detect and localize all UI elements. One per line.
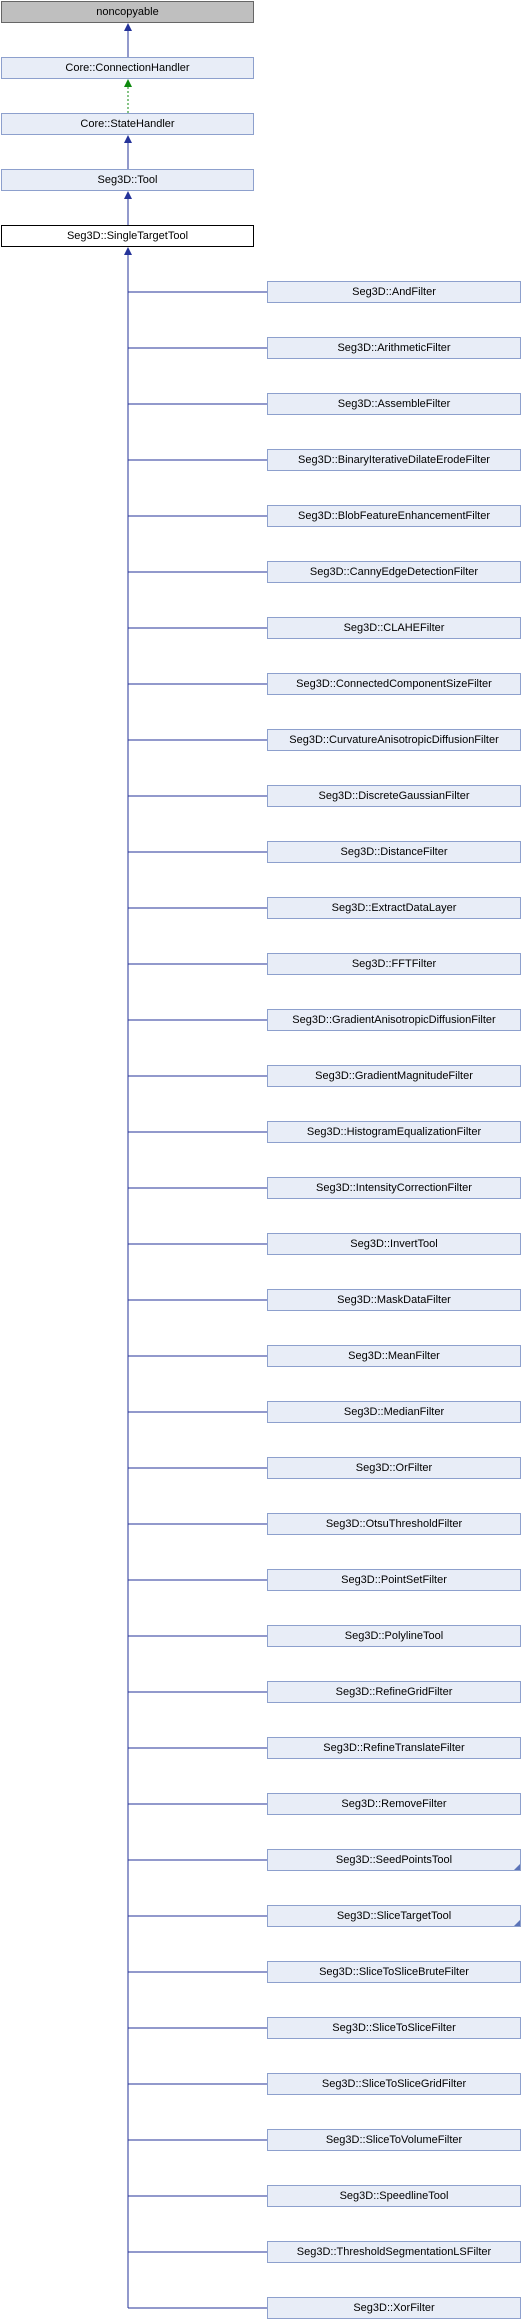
- class-node-seg3-d-slice-to-volume-filter[interactable]: Seg3D::SliceToVolumeFilter: [267, 2129, 521, 2151]
- collapsed-subtree-marker-icon: [514, 1920, 520, 1926]
- class-node-seg3-d-blob-feature-enhancement-filter[interactable]: Seg3D::BlobFeatureEnhancementFilter: [267, 505, 521, 527]
- class-node-seg3-d-invert-tool[interactable]: Seg3D::InvertTool: [267, 1233, 521, 1255]
- class-node-seg3-d-binary-iterative-dilate-erode-filter[interactable]: Seg3D::BinaryIterativeDilateErodeFilter: [267, 449, 521, 471]
- class-node-seg3-d-gradient-anisotropic-diffusion-filter[interactable]: Seg3D::GradientAnisotropicDiffusionFilte…: [267, 1009, 521, 1031]
- edge-arrowhead-icon: [124, 247, 132, 255]
- class-node-seg3-d-connected-component-size-filter[interactable]: Seg3D::ConnectedComponentSizeFilter: [267, 673, 521, 695]
- class-node-seg3-d-point-set-filter[interactable]: Seg3D::PointSetFilter: [267, 1569, 521, 1591]
- class-node-seg3-d-slice-to-slice-brute-filter[interactable]: Seg3D::SliceToSliceBruteFilter: [267, 1961, 521, 1983]
- class-node-seg3-d-canny-edge-detection-filter[interactable]: Seg3D::CannyEdgeDetectionFilter: [267, 561, 521, 583]
- collapsed-subtree-marker-icon: [514, 1864, 520, 1870]
- class-node-seg3-d-median-filter[interactable]: Seg3D::MedianFilter: [267, 1401, 521, 1423]
- class-node-seg3-d-polyline-tool[interactable]: Seg3D::PolylineTool: [267, 1625, 521, 1647]
- class-node-seg3-d-speedline-tool[interactable]: Seg3D::SpeedlineTool: [267, 2185, 521, 2207]
- class-node-seg3-d-single-target-tool: Seg3D::SingleTargetTool: [1, 225, 254, 247]
- edge-arrowhead-icon: [124, 23, 132, 31]
- class-node-seg3-d-slice-to-slice-grid-filter[interactable]: Seg3D::SliceToSliceGridFilter: [267, 2073, 521, 2095]
- edge-arrowhead-icon: [124, 135, 132, 143]
- class-node-seg3-d-seed-points-tool[interactable]: Seg3D::SeedPointsTool: [267, 1849, 521, 1871]
- class-node-seg3-d-mean-filter[interactable]: Seg3D::MeanFilter: [267, 1345, 521, 1367]
- class-node-seg3-d-extract-data-layer[interactable]: Seg3D::ExtractDataLayer: [267, 897, 521, 919]
- class-node-seg3-d-distance-filter[interactable]: Seg3D::DistanceFilter: [267, 841, 521, 863]
- class-node-seg3-d-and-filter[interactable]: Seg3D::AndFilter: [267, 281, 521, 303]
- edge-arrowhead-icon: [124, 191, 132, 199]
- class-node-core-state-handler[interactable]: Core::StateHandler: [1, 113, 254, 135]
- class-node-seg3-d-refine-grid-filter[interactable]: Seg3D::RefineGridFilter: [267, 1681, 521, 1703]
- class-node-seg3-d-discrete-gaussian-filter[interactable]: Seg3D::DiscreteGaussianFilter: [267, 785, 521, 807]
- edge-arrowhead-icon: [124, 79, 132, 87]
- class-node-seg3-d-or-filter[interactable]: Seg3D::OrFilter: [267, 1457, 521, 1479]
- class-node-seg3-d-refine-translate-filter[interactable]: Seg3D::RefineTranslateFilter: [267, 1737, 521, 1759]
- class-node-seg3-d-slice-target-tool[interactable]: Seg3D::SliceTargetTool: [267, 1905, 521, 1927]
- class-node-seg3-d-fftfilter[interactable]: Seg3D::FFTFilter: [267, 953, 521, 975]
- class-node-noncopyable: noncopyable: [1, 1, 254, 23]
- class-node-seg3-d-slice-to-slice-filter[interactable]: Seg3D::SliceToSliceFilter: [267, 2017, 521, 2039]
- class-node-seg3-d-mask-data-filter[interactable]: Seg3D::MaskDataFilter: [267, 1289, 521, 1311]
- class-node-seg3-d-gradient-magnitude-filter[interactable]: Seg3D::GradientMagnitudeFilter: [267, 1065, 521, 1087]
- class-node-seg3-d-assemble-filter[interactable]: Seg3D::AssembleFilter: [267, 393, 521, 415]
- class-node-seg3-d-tool[interactable]: Seg3D::Tool: [1, 169, 254, 191]
- class-node-seg3-d-otsu-threshold-filter[interactable]: Seg3D::OtsuThresholdFilter: [267, 1513, 521, 1535]
- class-node-seg3-d-remove-filter[interactable]: Seg3D::RemoveFilter: [267, 1793, 521, 1815]
- class-node-seg3-d-histogram-equalization-filter[interactable]: Seg3D::HistogramEqualizationFilter: [267, 1121, 521, 1143]
- class-node-seg3-d-xor-filter[interactable]: Seg3D::XorFilter: [267, 2297, 521, 2319]
- class-node-seg3-d-threshold-segmentation-lsfilter[interactable]: Seg3D::ThresholdSegmentationLSFilter: [267, 2241, 521, 2263]
- class-node-core-connection-handler[interactable]: Core::ConnectionHandler: [1, 57, 254, 79]
- class-node-seg3-d-arithmetic-filter[interactable]: Seg3D::ArithmeticFilter: [267, 337, 521, 359]
- class-node-seg3-d-curvature-anisotropic-diffusion-filter[interactable]: Seg3D::CurvatureAnisotropicDiffusionFilt…: [267, 729, 521, 751]
- class-node-seg3-d-intensity-correction-filter[interactable]: Seg3D::IntensityCorrectionFilter: [267, 1177, 521, 1199]
- class-node-seg3-d-clahefilter[interactable]: Seg3D::CLAHEFilter: [267, 617, 521, 639]
